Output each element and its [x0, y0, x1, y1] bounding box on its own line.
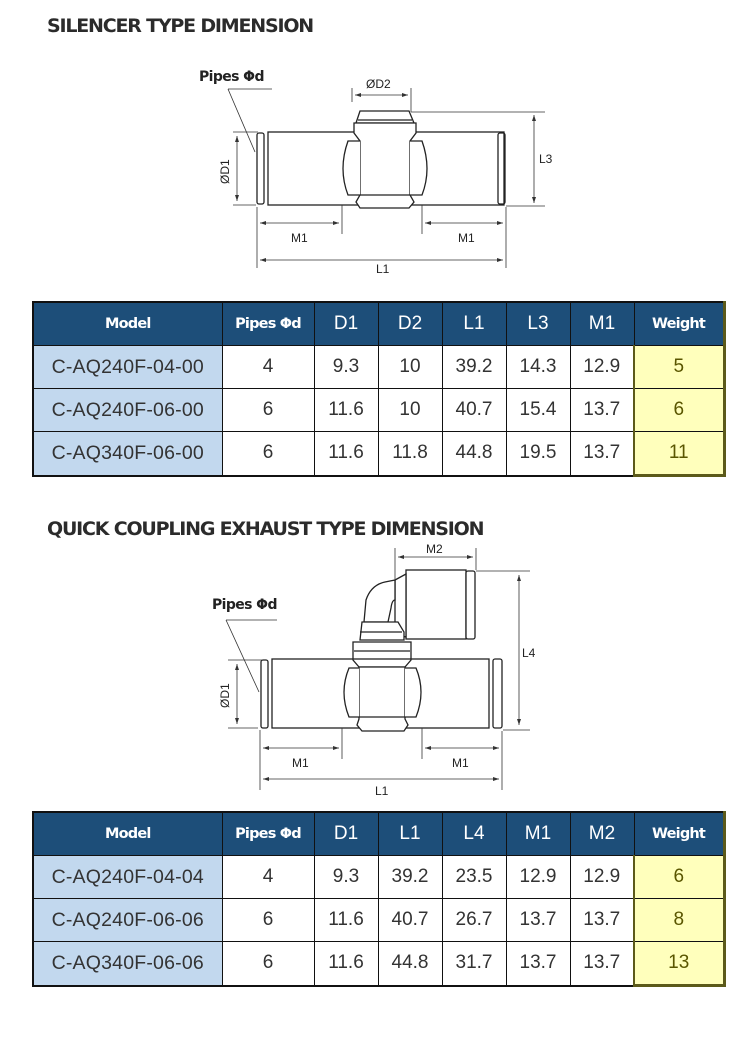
cell-m1: 13.7 — [505, 941, 571, 986]
cell-pipes: 6 — [221, 941, 315, 986]
svg-text:ØD1: ØD1 — [218, 159, 232, 184]
cell-model: C-AQ240F-06-00 — [32, 388, 223, 432]
cell-m1: 13.7 — [569, 388, 635, 432]
quick-coupling-spec-table: Model Pipes Φd D1 L1 L4 M1 M2 Weight C-A… — [32, 811, 726, 987]
cell-m1: 13.7 — [569, 431, 635, 476]
cell-d1: 11.6 — [313, 388, 379, 432]
table-header-row: Model Pipes Φd D1 D2 L1 L3 M1 Weight — [32, 301, 726, 346]
cell-model: C-AQ240F-04-04 — [32, 855, 223, 899]
cell-d1: 9.3 — [313, 345, 379, 389]
cell-model: C-AQ340F-06-06 — [32, 941, 223, 986]
col-header-pipes: Pipes Φd — [221, 811, 315, 856]
cell-m2: 13.7 — [569, 898, 635, 942]
svg-text:M2: M2 — [426, 542, 443, 556]
svg-text:L1: L1 — [375, 784, 389, 798]
table-row: C-AQ340F-06-00 6 11.6 11.8 44.8 19.5 13.… — [32, 431, 726, 477]
col-header-l4: L4 — [441, 811, 507, 856]
col-header-m1: M1 — [505, 811, 571, 856]
cell-pipes: 6 — [221, 431, 315, 476]
col-header-d1: D1 — [313, 301, 379, 346]
col-header-l1: L1 — [377, 811, 443, 856]
cell-l1: 44.8 — [441, 431, 507, 476]
svg-text:M1: M1 — [458, 231, 475, 245]
table-row: C-AQ240F-04-04 4 9.3 39.2 23.5 12.9 12.9… — [32, 855, 726, 899]
cell-l1: 40.7 — [441, 388, 507, 432]
cell-weight: 6 — [633, 388, 726, 432]
cell-d1: 11.6 — [313, 898, 379, 942]
cell-l1: 39.2 — [441, 345, 507, 389]
col-header-d2: D2 — [377, 301, 443, 346]
cell-m1: 13.7 — [505, 898, 571, 942]
cell-m1: 12.9 — [505, 855, 571, 899]
cell-l3: 15.4 — [505, 388, 571, 432]
col-header-model: Model — [32, 811, 223, 856]
cell-weight: 6 — [633, 855, 726, 899]
cell-weight: 8 — [633, 898, 726, 942]
col-header-weight: Weight — [633, 301, 726, 346]
svg-text:L4: L4 — [522, 646, 536, 660]
cell-d2: 11.8 — [377, 431, 443, 476]
silencer-spec-table: Model Pipes Φd D1 D2 L1 L3 M1 Weight C-A… — [32, 301, 726, 477]
table-row: C-AQ240F-06-06 6 11.6 40.7 26.7 13.7 13.… — [32, 898, 726, 942]
cell-l3: 14.3 — [505, 345, 571, 389]
cell-weight: 5 — [633, 345, 726, 389]
col-header-pipes: Pipes Φd — [221, 301, 315, 346]
section-title-silencer: SILENCER TYPE DIMENSION — [47, 15, 314, 37]
cell-weight: 11 — [633, 431, 726, 477]
col-header-l1: L1 — [441, 301, 507, 346]
pipes-label: Pipes Φd — [212, 597, 277, 613]
cell-pipes: 4 — [221, 855, 315, 899]
pipes-label: Pipes Φd — [199, 69, 264, 85]
cell-l1: 40.7 — [377, 898, 443, 942]
cell-model: C-AQ240F-06-06 — [32, 898, 223, 942]
cell-d1: 9.3 — [313, 855, 379, 899]
quick-coupling-dimension-drawing: Pipes Φd M2 L4 ØD1 M1 M1 L1 — [0, 530, 750, 805]
cell-l4: 23.5 — [441, 855, 507, 899]
cell-l4: 31.7 — [441, 941, 507, 986]
cell-l4: 26.7 — [441, 898, 507, 942]
cell-model: C-AQ240F-04-00 — [32, 345, 223, 389]
col-header-d1: D1 — [313, 811, 379, 856]
cell-model: C-AQ340F-06-00 — [32, 431, 223, 476]
cell-pipes: 6 — [221, 898, 315, 942]
table-header-row: Model Pipes Φd D1 L1 L4 M1 M2 Weight — [32, 811, 726, 856]
cell-d1: 11.6 — [313, 431, 379, 476]
cell-pipes: 4 — [221, 345, 315, 389]
cell-d2: 10 — [377, 345, 443, 389]
cell-m2: 12.9 — [569, 855, 635, 899]
svg-text:L3: L3 — [539, 152, 553, 166]
svg-text:L1: L1 — [376, 262, 390, 276]
section-title-quick-coupling: QUICK COUPLING EXHAUST TYPE DIMENSION — [47, 518, 484, 540]
table-row: C-AQ240F-04-00 4 9.3 10 39.2 14.3 12.9 5 — [32, 345, 726, 389]
svg-text:M1: M1 — [452, 756, 469, 770]
col-header-model: Model — [32, 301, 223, 346]
cell-m1: 12.9 — [569, 345, 635, 389]
col-header-m1: M1 — [569, 301, 635, 346]
silencer-dimension-drawing: Pipes Φd ØD2 L3 ØD1 M1 M1 L1 — [0, 0, 750, 290]
cell-m2: 13.7 — [569, 941, 635, 986]
table-row: C-AQ240F-06-00 6 11.6 10 40.7 15.4 13.7 … — [32, 388, 726, 432]
svg-text:M1: M1 — [291, 231, 308, 245]
cell-l1: 39.2 — [377, 855, 443, 899]
svg-text:ØD2: ØD2 — [366, 77, 391, 91]
cell-d2: 10 — [377, 388, 443, 432]
cell-l1: 44.8 — [377, 941, 443, 986]
col-header-weight: Weight — [633, 811, 726, 856]
svg-text:M1: M1 — [292, 756, 309, 770]
cell-weight: 13 — [633, 941, 726, 987]
col-header-l3: L3 — [505, 301, 571, 346]
svg-text:ØD1: ØD1 — [218, 683, 232, 708]
table-row: C-AQ340F-06-06 6 11.6 44.8 31.7 13.7 13.… — [32, 941, 726, 987]
cell-pipes: 6 — [221, 388, 315, 432]
col-header-m2: M2 — [569, 811, 635, 856]
cell-l3: 19.5 — [505, 431, 571, 476]
cell-d1: 11.6 — [313, 941, 379, 986]
